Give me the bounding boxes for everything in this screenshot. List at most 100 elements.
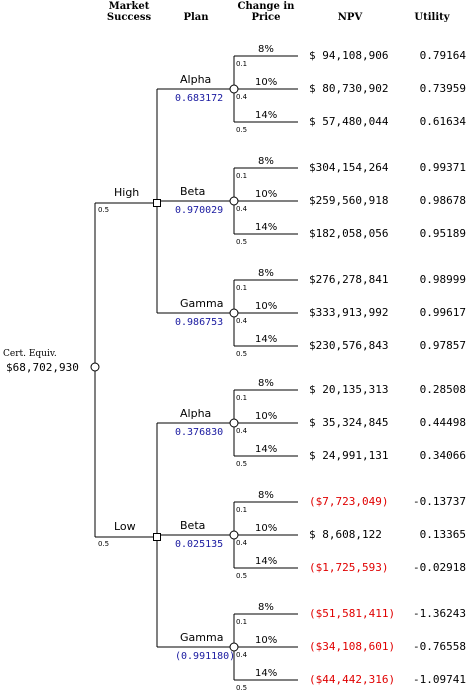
market-prob-high: 0.5 — [98, 206, 110, 214]
outcome-pct-low-alpha-8pct: 8% — [258, 378, 274, 389]
outcome-utility-high-beta-10pct: 0.98678 — [419, 194, 466, 207]
plan-expected-utility-low-beta: 0.025135 — [175, 539, 224, 550]
outcome-pct-high-gamma-14pct: 14% — [255, 334, 278, 345]
outcome-pct-low-beta-14pct: 14% — [255, 556, 278, 567]
chance-node-low-beta — [229, 530, 239, 540]
certainty-equivalent-value: $68,702,930 — [6, 361, 79, 374]
outcome-npv-high-gamma-10pct: $333,913,992 — [309, 306, 389, 319]
market-label-high: High — [114, 186, 140, 199]
outcome-pct-high-alpha-10pct: 10% — [255, 77, 278, 88]
outcome-pct-high-gamma-10pct: 10% — [255, 301, 278, 312]
outcome-pct-low-gamma-14pct: 14% — [255, 668, 278, 679]
plan-label-low-gamma: Gamma — [180, 631, 224, 644]
outcome-prob-low-gamma-8pct: 0.1 — [236, 618, 248, 626]
market-label-low: Low — [114, 520, 136, 533]
outcome-utility-high-alpha-10pct: 0.73959 — [419, 82, 466, 95]
outcome-prob-high-gamma-8pct: 0.1 — [236, 284, 248, 292]
outcome-npv-low-beta-14pct: ($1,725,593) — [309, 561, 389, 574]
chance-node-high-alpha — [229, 84, 239, 94]
plan-expected-utility-high-beta: 0.970029 — [175, 205, 224, 216]
outcome-prob-low-alpha-14pct: 0.5 — [236, 460, 248, 468]
header-utility: Utility — [414, 12, 450, 23]
outcome-utility-high-beta-8pct: 0.99371 — [419, 161, 466, 174]
outcome-prob-low-gamma-14pct: 0.5 — [236, 684, 248, 692]
outcome-utility-low-beta-14pct: -0.02918 — [413, 561, 466, 574]
chance-node-low-gamma — [229, 642, 239, 652]
outcome-pct-high-beta-10pct: 10% — [255, 189, 278, 200]
plan-expected-utility-low-gamma: (0.991180) — [175, 651, 236, 662]
outcome-prob-low-alpha-10pct: 0.4 — [236, 427, 248, 435]
outcome-prob-high-alpha-14pct: 0.5 — [236, 126, 248, 134]
outcome-pct-low-beta-10pct: 10% — [255, 523, 278, 534]
outcome-npv-high-gamma-8pct: $276,278,841 — [309, 273, 389, 286]
root-chance-node — [90, 362, 100, 372]
chance-node-high-beta — [229, 196, 239, 206]
outcome-utility-high-gamma-8pct: 0.98999 — [419, 273, 466, 286]
header-npv: NPV — [337, 12, 363, 23]
header-market-success: Market Success — [106, 1, 152, 23]
outcome-pct-high-alpha-14pct: 14% — [255, 110, 278, 121]
outcome-prob-high-beta-8pct: 0.1 — [236, 172, 248, 180]
plan-expected-utility-high-gamma: 0.986753 — [175, 317, 224, 328]
outcome-prob-high-alpha-10pct: 0.4 — [236, 93, 248, 101]
outcome-pct-high-alpha-8pct: 8% — [258, 44, 274, 55]
plan-label-low-beta: Beta — [180, 519, 206, 532]
outcome-utility-low-beta-8pct: -0.13737 — [413, 495, 466, 508]
outcome-utility-low-gamma-8pct: -1.36243 — [413, 607, 466, 620]
outcome-prob-high-gamma-10pct: 0.4 — [236, 317, 248, 325]
outcome-npv-low-beta-10pct: $ 8,608,122 — [309, 528, 382, 541]
chance-node-low-alpha — [229, 418, 239, 428]
outcome-utility-high-gamma-10pct: 0.99617 — [419, 306, 466, 319]
outcome-prob-high-alpha-8pct: 0.1 — [236, 60, 248, 68]
outcome-utility-high-alpha-8pct: 0.79164 — [419, 49, 466, 62]
plan-label-high-gamma: Gamma — [180, 297, 224, 310]
outcome-prob-low-beta-8pct: 0.1 — [236, 506, 248, 514]
outcome-pct-high-beta-14pct: 14% — [255, 222, 278, 233]
outcome-pct-low-gamma-10pct: 10% — [255, 635, 278, 646]
outcome-utility-high-beta-14pct: 0.95189 — [419, 227, 466, 240]
outcome-utility-low-gamma-14pct: -1.09741 — [413, 673, 466, 686]
plan-label-high-beta: Beta — [180, 185, 206, 198]
plan-label-high-alpha: Alpha — [180, 73, 212, 86]
market-prob-low: 0.5 — [98, 540, 110, 548]
outcome-prob-low-beta-14pct: 0.5 — [236, 572, 248, 580]
outcome-npv-low-gamma-8pct: ($51,581,411) — [309, 607, 396, 620]
outcome-npv-high-beta-14pct: $182,058,056 — [309, 227, 389, 240]
outcome-pct-low-beta-8pct: 8% — [258, 490, 274, 501]
outcome-prob-low-beta-10pct: 0.4 — [236, 539, 248, 547]
plan-expected-utility-low-alpha: 0.376830 — [175, 427, 224, 438]
decision-node-low — [153, 533, 161, 541]
outcome-prob-high-beta-14pct: 0.5 — [236, 238, 248, 246]
outcome-pct-low-alpha-14pct: 14% — [255, 444, 278, 455]
plan-expected-utility-high-alpha: 0.683172 — [175, 93, 224, 104]
outcome-utility-low-beta-10pct: 0.13365 — [419, 528, 466, 541]
outcome-npv-high-beta-8pct: $304,154,264 — [309, 161, 389, 174]
outcome-utility-high-alpha-14pct: 0.61634 — [419, 115, 466, 128]
outcome-npv-low-alpha-14pct: $ 24,991,131 — [309, 449, 389, 462]
outcome-npv-high-alpha-8pct: $ 94,108,906 — [309, 49, 389, 62]
outcome-pct-low-alpha-10pct: 10% — [255, 411, 278, 422]
outcome-prob-high-gamma-14pct: 0.5 — [236, 350, 248, 358]
outcome-npv-high-beta-10pct: $259,560,918 — [309, 194, 389, 207]
outcome-npv-high-gamma-14pct: $230,576,843 — [309, 339, 389, 352]
outcome-npv-high-alpha-10pct: $ 80,730,902 — [309, 82, 389, 95]
outcome-prob-high-beta-10pct: 0.4 — [236, 205, 248, 213]
outcome-pct-low-gamma-8pct: 8% — [258, 602, 274, 613]
header-change-in-price: Change in Price — [237, 1, 295, 23]
outcome-utility-low-alpha-14pct: 0.34066 — [419, 449, 466, 462]
header-plan: Plan — [183, 12, 209, 23]
outcome-prob-low-alpha-8pct: 0.1 — [236, 394, 248, 402]
plan-label-low-alpha: Alpha — [180, 407, 212, 420]
outcome-utility-low-alpha-10pct: 0.44498 — [419, 416, 466, 429]
outcome-npv-high-alpha-14pct: $ 57,480,044 — [309, 115, 389, 128]
decision-node-high — [153, 199, 161, 207]
chance-node-high-gamma — [229, 308, 239, 318]
outcome-utility-low-alpha-8pct: 0.28508 — [419, 383, 466, 396]
outcome-prob-low-gamma-10pct: 0.4 — [236, 651, 248, 659]
outcome-npv-low-gamma-14pct: ($44,442,316) — [309, 673, 396, 686]
outcome-npv-low-gamma-10pct: ($34,108,601) — [309, 640, 396, 653]
certainty-equivalent-label: Cert. Equiv. — [3, 349, 57, 359]
outcome-utility-low-gamma-10pct: -0.76558 — [413, 640, 466, 653]
outcome-npv-low-beta-8pct: ($7,723,049) — [309, 495, 389, 508]
